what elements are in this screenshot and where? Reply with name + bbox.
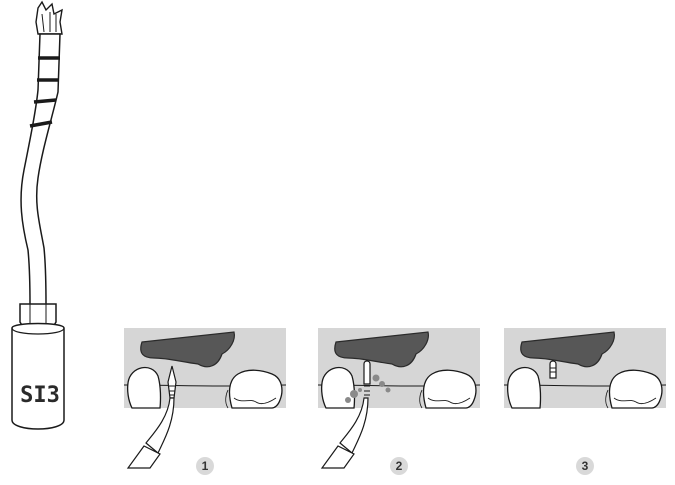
tip-model-label: SI3 (20, 383, 60, 408)
step-1-number: 1 (202, 459, 209, 473)
step-3-panel (504, 328, 666, 408)
step-2-panel (318, 328, 480, 468)
step-3-number: 3 (582, 459, 589, 473)
step-2-number: 2 (396, 459, 403, 473)
ultrasonic-tip-illustration: SI3 (12, 2, 64, 429)
step-1-panel (124, 328, 286, 468)
